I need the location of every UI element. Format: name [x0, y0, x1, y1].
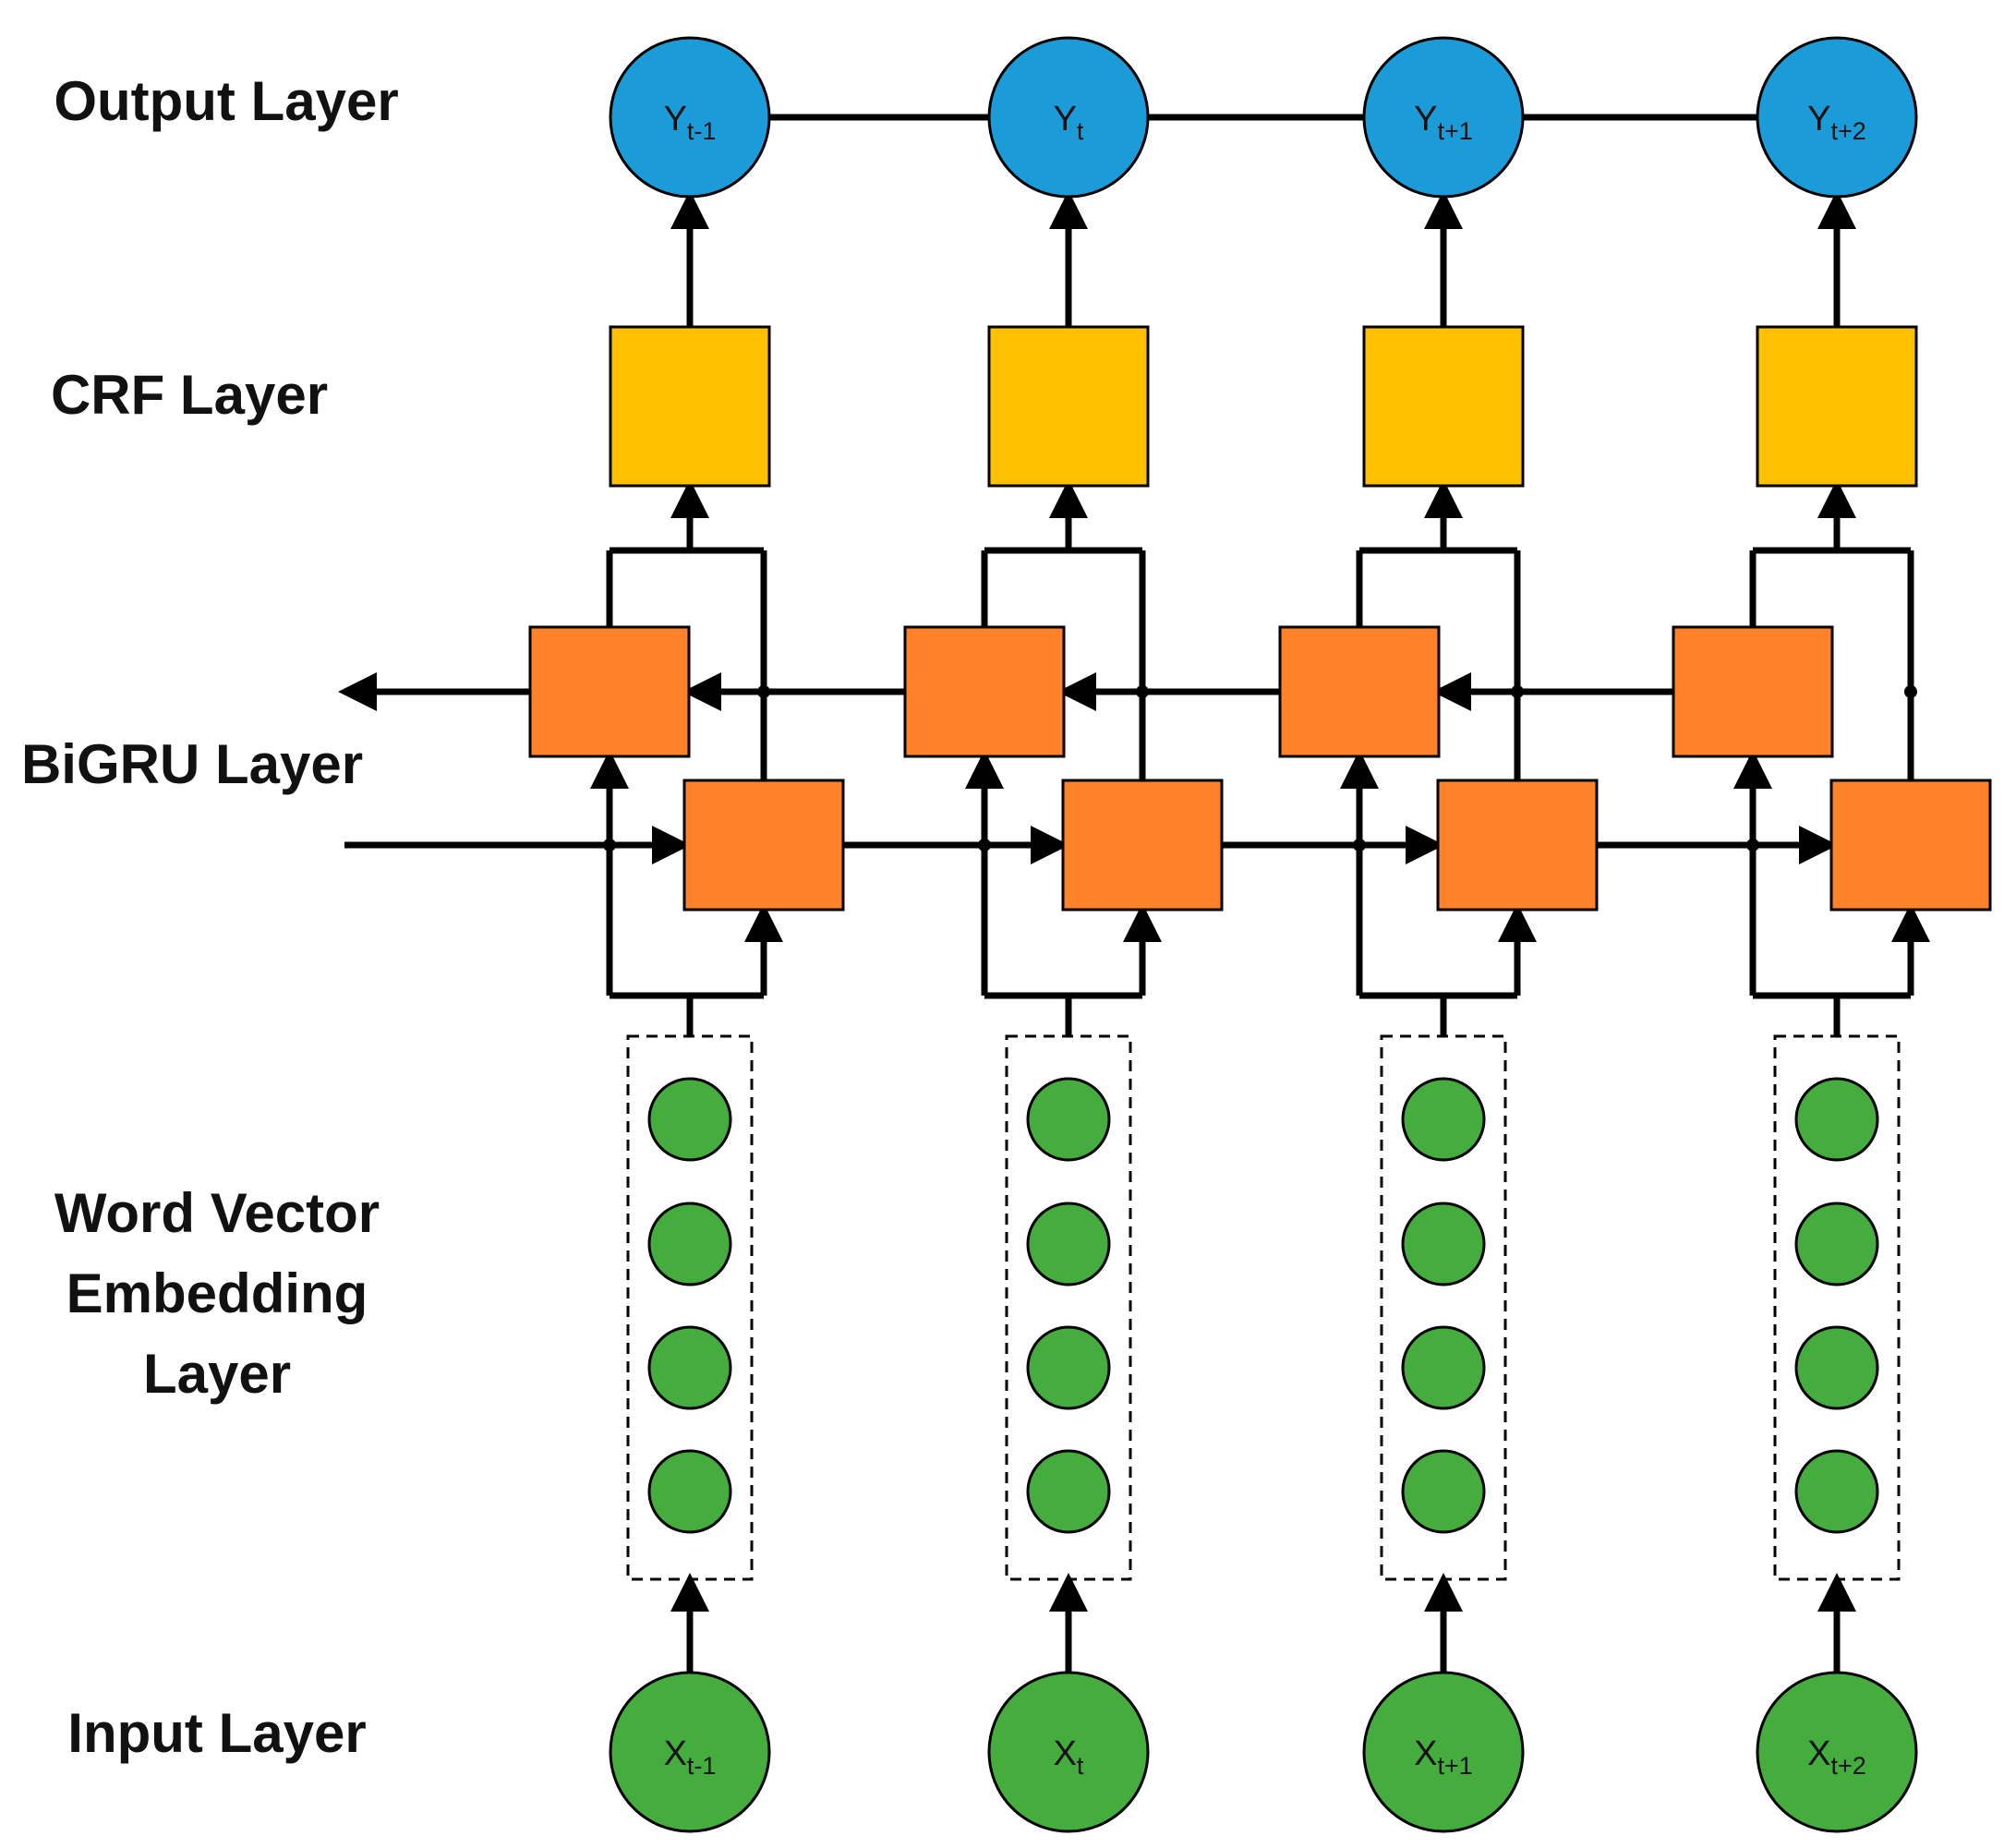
output-node-label: Yt-1 — [664, 100, 717, 145]
crf-box — [609, 325, 771, 488]
embedding-unit — [1026, 1202, 1111, 1286]
layer-label-embedding-line3: Layer — [143, 1343, 291, 1405]
embedding-unit — [1026, 1077, 1111, 1162]
forward-gru-box — [1061, 779, 1224, 912]
input-node-label-subscript: t+2 — [1831, 1752, 1866, 1780]
embedding-unit — [1401, 1449, 1486, 1534]
output-node — [987, 36, 1150, 199]
output-node-label-base: Y — [1807, 100, 1830, 139]
junction-dot — [1511, 685, 1524, 698]
junction-dot — [1353, 839, 1366, 852]
junction-dot — [1746, 839, 1759, 852]
embedding-unit — [647, 1325, 732, 1410]
layer-label-output: Output Layer — [54, 70, 398, 132]
junction-dot — [757, 685, 770, 698]
output-node-label-subscript: t+1 — [1438, 117, 1473, 145]
output-node — [609, 36, 771, 199]
junction-dot — [603, 839, 616, 852]
input-node — [609, 1671, 771, 1833]
output-node-label-base: Y — [1414, 100, 1437, 139]
layer-label-crf: CRF Layer — [51, 364, 328, 426]
backward-gru-box — [903, 625, 1066, 758]
forward-gru-box — [682, 779, 845, 912]
embedding-unit — [647, 1202, 732, 1286]
output-node-label-base: Y — [1054, 100, 1077, 139]
embedding-unit — [1026, 1325, 1111, 1410]
input-node-label-subscript: t-1 — [687, 1752, 717, 1780]
embedding-unit — [647, 1449, 732, 1534]
input-node-label: Xt-1 — [664, 1734, 717, 1780]
embedding-box — [1773, 1034, 1901, 1581]
connections — [338, 114, 1930, 1673]
output-node-label: Yt — [1054, 100, 1084, 145]
embedding-unit — [1401, 1325, 1486, 1410]
input-node-label-subscript: t+1 — [1438, 1752, 1473, 1780]
junction-dot — [1904, 685, 1917, 698]
layer-label-bigru: BiGRU Layer — [21, 733, 363, 795]
output-node-label-base: Y — [664, 100, 687, 139]
layer-label-embedding-line1: Word Vector — [54, 1182, 380, 1244]
layer-label-input: Input Layer — [67, 1702, 366, 1764]
output-node-label: Yt+2 — [1807, 100, 1866, 145]
input-node — [1756, 1671, 1918, 1833]
input-node — [987, 1671, 1150, 1833]
crf-box — [1756, 325, 1918, 488]
crf-box — [1362, 325, 1525, 488]
input-node-label: Xt — [1054, 1734, 1084, 1780]
embedding-unit — [1401, 1202, 1486, 1286]
embedding-unit — [647, 1077, 732, 1162]
output-node-label-subscript: t — [1077, 117, 1084, 145]
embedding-unit — [1794, 1202, 1879, 1286]
input-node-label-subscript: t — [1077, 1752, 1084, 1780]
input-node-label-base: X — [1807, 1734, 1830, 1773]
backward-gru-box — [528, 625, 691, 758]
embedding-box — [1380, 1034, 1507, 1581]
embedding-box — [626, 1034, 754, 1581]
output-node-label: Yt+1 — [1414, 100, 1473, 145]
output-node — [1756, 36, 1918, 199]
embedding-unit — [1401, 1077, 1486, 1162]
output-node-label-subscript: t-1 — [687, 117, 717, 145]
layer-label-embedding-line2: Embedding — [66, 1262, 368, 1324]
input-node-label-base: X — [1054, 1734, 1077, 1773]
forward-gru-box — [1436, 779, 1599, 912]
input-node-label-base: X — [664, 1734, 687, 1773]
input-node-label-base: X — [1414, 1734, 1437, 1773]
output-node-label-subscript: t+2 — [1831, 117, 1866, 145]
backward-gru-box — [1672, 625, 1834, 758]
forward-gru-box — [1829, 779, 1992, 912]
embedding-unit — [1794, 1449, 1879, 1534]
crf-box — [987, 325, 1150, 488]
junction-dot — [978, 839, 991, 852]
embedding-box — [1005, 1034, 1132, 1581]
input-node-label: Xt+1 — [1414, 1734, 1473, 1780]
output-node — [1362, 36, 1525, 199]
input-node — [1362, 1671, 1525, 1833]
embedding-unit — [1026, 1449, 1111, 1534]
embedding-unit — [1794, 1077, 1879, 1162]
junction-dot — [1136, 685, 1149, 698]
input-node-label: Xt+2 — [1807, 1734, 1866, 1780]
backward-gru-box — [1278, 625, 1441, 758]
embedding-unit — [1794, 1325, 1879, 1410]
